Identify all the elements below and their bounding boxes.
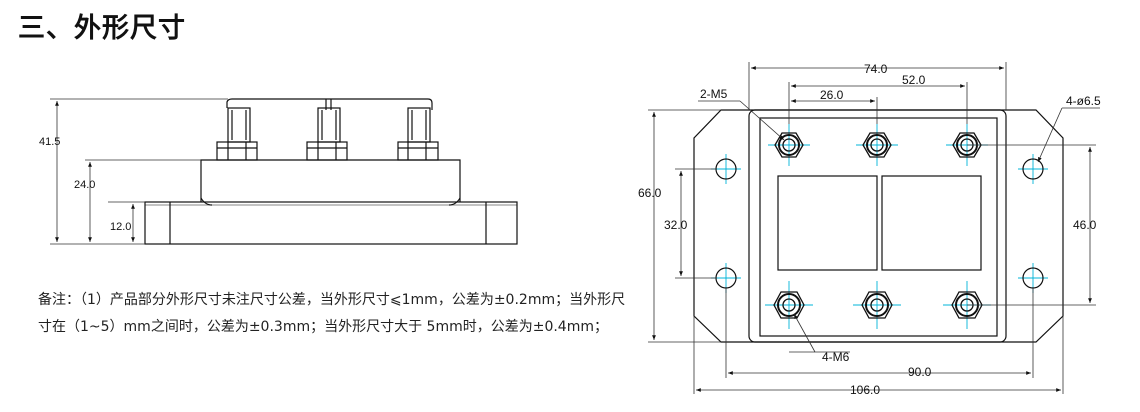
- mounting-holes: [715, 158, 1044, 289]
- section-title: 三、外形尺寸: [18, 13, 186, 44]
- dim-height-32: 32.0: [664, 218, 688, 232]
- dim-height-base: 12.0: [110, 221, 131, 233]
- m5-terminal-1: [774, 132, 804, 158]
- dim-height-46: 46.0: [1073, 218, 1097, 232]
- base-plate: [144, 201, 518, 245]
- label-m5: 2-M5: [700, 87, 728, 101]
- dim-width-90: 90.0: [908, 365, 932, 379]
- side-view: [144, 98, 518, 245]
- dim-width-52: 52.0: [902, 73, 926, 87]
- window-left: [777, 175, 878, 271]
- terminal-right: [397, 107, 439, 161]
- side-dim-lines: [50, 98, 228, 245]
- terminal-left: [216, 107, 258, 161]
- module-frame-outer: [748, 109, 1007, 343]
- tolerance-note: 备注：（1）产品部分外形尺寸未注尺寸公差，当外形尺寸⩽1mm，公差为±0.2mm…: [38, 292, 626, 335]
- m6-terminal-bottom-mid: [861, 291, 893, 319]
- top-view: [693, 109, 1064, 343]
- dim-height-66: 66.0: [638, 186, 662, 200]
- label-m6: 4-M6: [822, 350, 850, 364]
- dim-width-26: 26.0: [820, 88, 844, 102]
- module-frame-inner: [759, 117, 998, 337]
- window-right: [881, 175, 982, 271]
- dim-height-total: 41.5: [39, 136, 60, 148]
- terminal-middle: [306, 107, 348, 161]
- base-outline: [693, 109, 1064, 343]
- terminals-top: [773, 132, 983, 319]
- body-housing: [200, 159, 461, 202]
- top-dim-lines: [648, 62, 1100, 394]
- label-mounting-hole: 4-ø6.5: [1066, 94, 1101, 108]
- busbar: [226, 98, 433, 110]
- dim-height-body: 24.0: [74, 179, 95, 191]
- dim-width-74: 74.0: [864, 62, 888, 76]
- dim-width-106: 106.0: [850, 383, 880, 397]
- m6-terminal-top-mid: [862, 132, 892, 158]
